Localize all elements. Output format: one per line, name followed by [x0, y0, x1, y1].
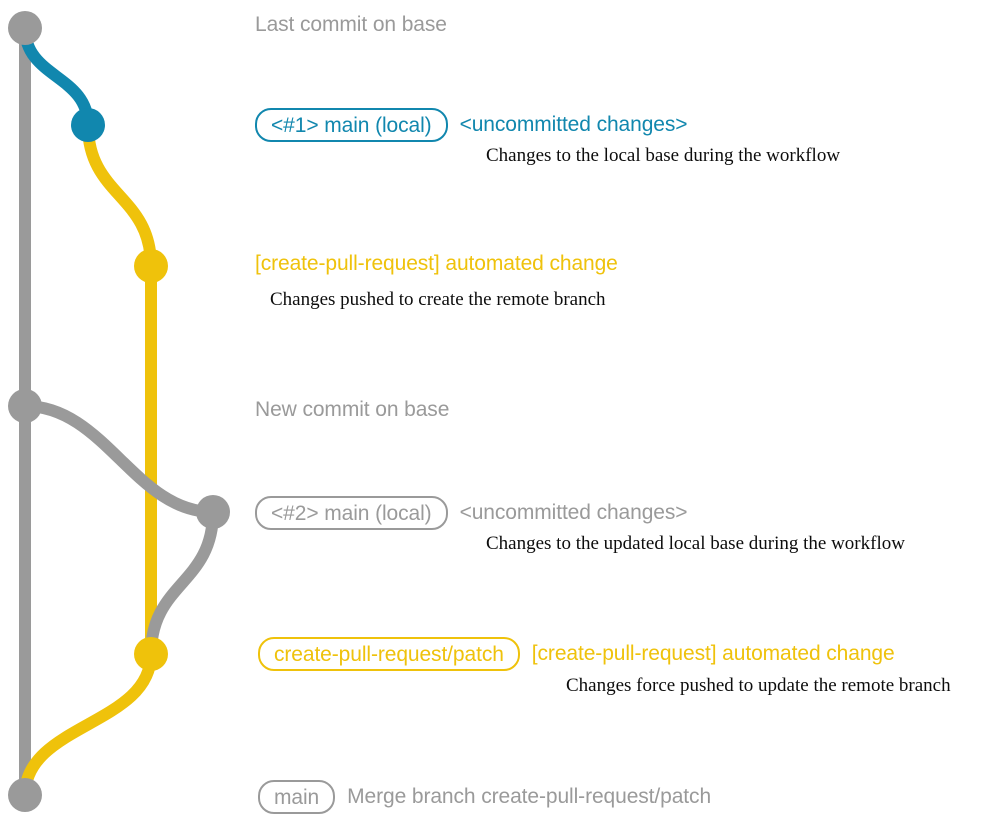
row-patch-update: create-pull-request/patch [create-pull-r…: [258, 637, 895, 671]
note-patch-create: Changes pushed to create the remote bran…: [270, 289, 606, 310]
branch-pill-local-2[interactable]: <#2> main (local): [255, 496, 448, 530]
heading-new-commit-on-base: New commit on base: [255, 398, 450, 421]
heading-last-commit-on-base: Last commit on base: [255, 13, 447, 36]
commit-node-merge[interactable]: [8, 778, 42, 812]
row-local-2: <#2> main (local) <uncommitted changes>: [255, 496, 688, 530]
commit-node-base-last[interactable]: [8, 11, 42, 45]
commit-node-patch-update[interactable]: [134, 637, 168, 671]
branch-pill-main[interactable]: main: [258, 780, 336, 814]
edge-base-to-local1: [19, 22, 94, 131]
note-local-2: Changes to the updated local base during…: [486, 533, 905, 554]
commit-nodes: [8, 11, 230, 812]
row-patch-create: [create-pull-request] automated change: [255, 252, 618, 276]
commit-node-patch-create[interactable]: [134, 249, 168, 283]
branch-pill-create-pull-request-patch[interactable]: create-pull-request/patch: [258, 637, 520, 671]
commit-node-local-1[interactable]: [71, 108, 105, 142]
note-local-1: Changes to the local base during the wor…: [486, 145, 841, 166]
commit-node-base-new[interactable]: [8, 389, 42, 423]
edge-base-to-local2: [19, 400, 219, 518]
edge-local1-to-patch-create: [82, 119, 157, 272]
commit-message-local-2: <uncommitted changes>: [459, 501, 688, 524]
branch-pill-local-1[interactable]: <#1> main (local): [255, 108, 448, 142]
edge-local2-to-patch-update: [145, 506, 219, 660]
edge-patch-update-to-merge: [19, 648, 157, 801]
row-local-1: <#1> main (local) <uncommitted changes>: [255, 108, 688, 142]
note-patch-update: Changes force pushed to update the remot…: [566, 675, 951, 696]
commit-message-patch-create: [create-pull-request] automated change: [255, 252, 618, 275]
row-merge: main Merge branch create-pull-request/pa…: [258, 780, 711, 814]
commit-message-local-1: <uncommitted changes>: [459, 113, 688, 136]
commit-message-patch-update: [create-pull-request] automated change: [531, 642, 895, 665]
commit-message-merge: Merge branch create-pull-request/patch: [347, 785, 712, 808]
commit-node-local-2[interactable]: [196, 495, 230, 529]
